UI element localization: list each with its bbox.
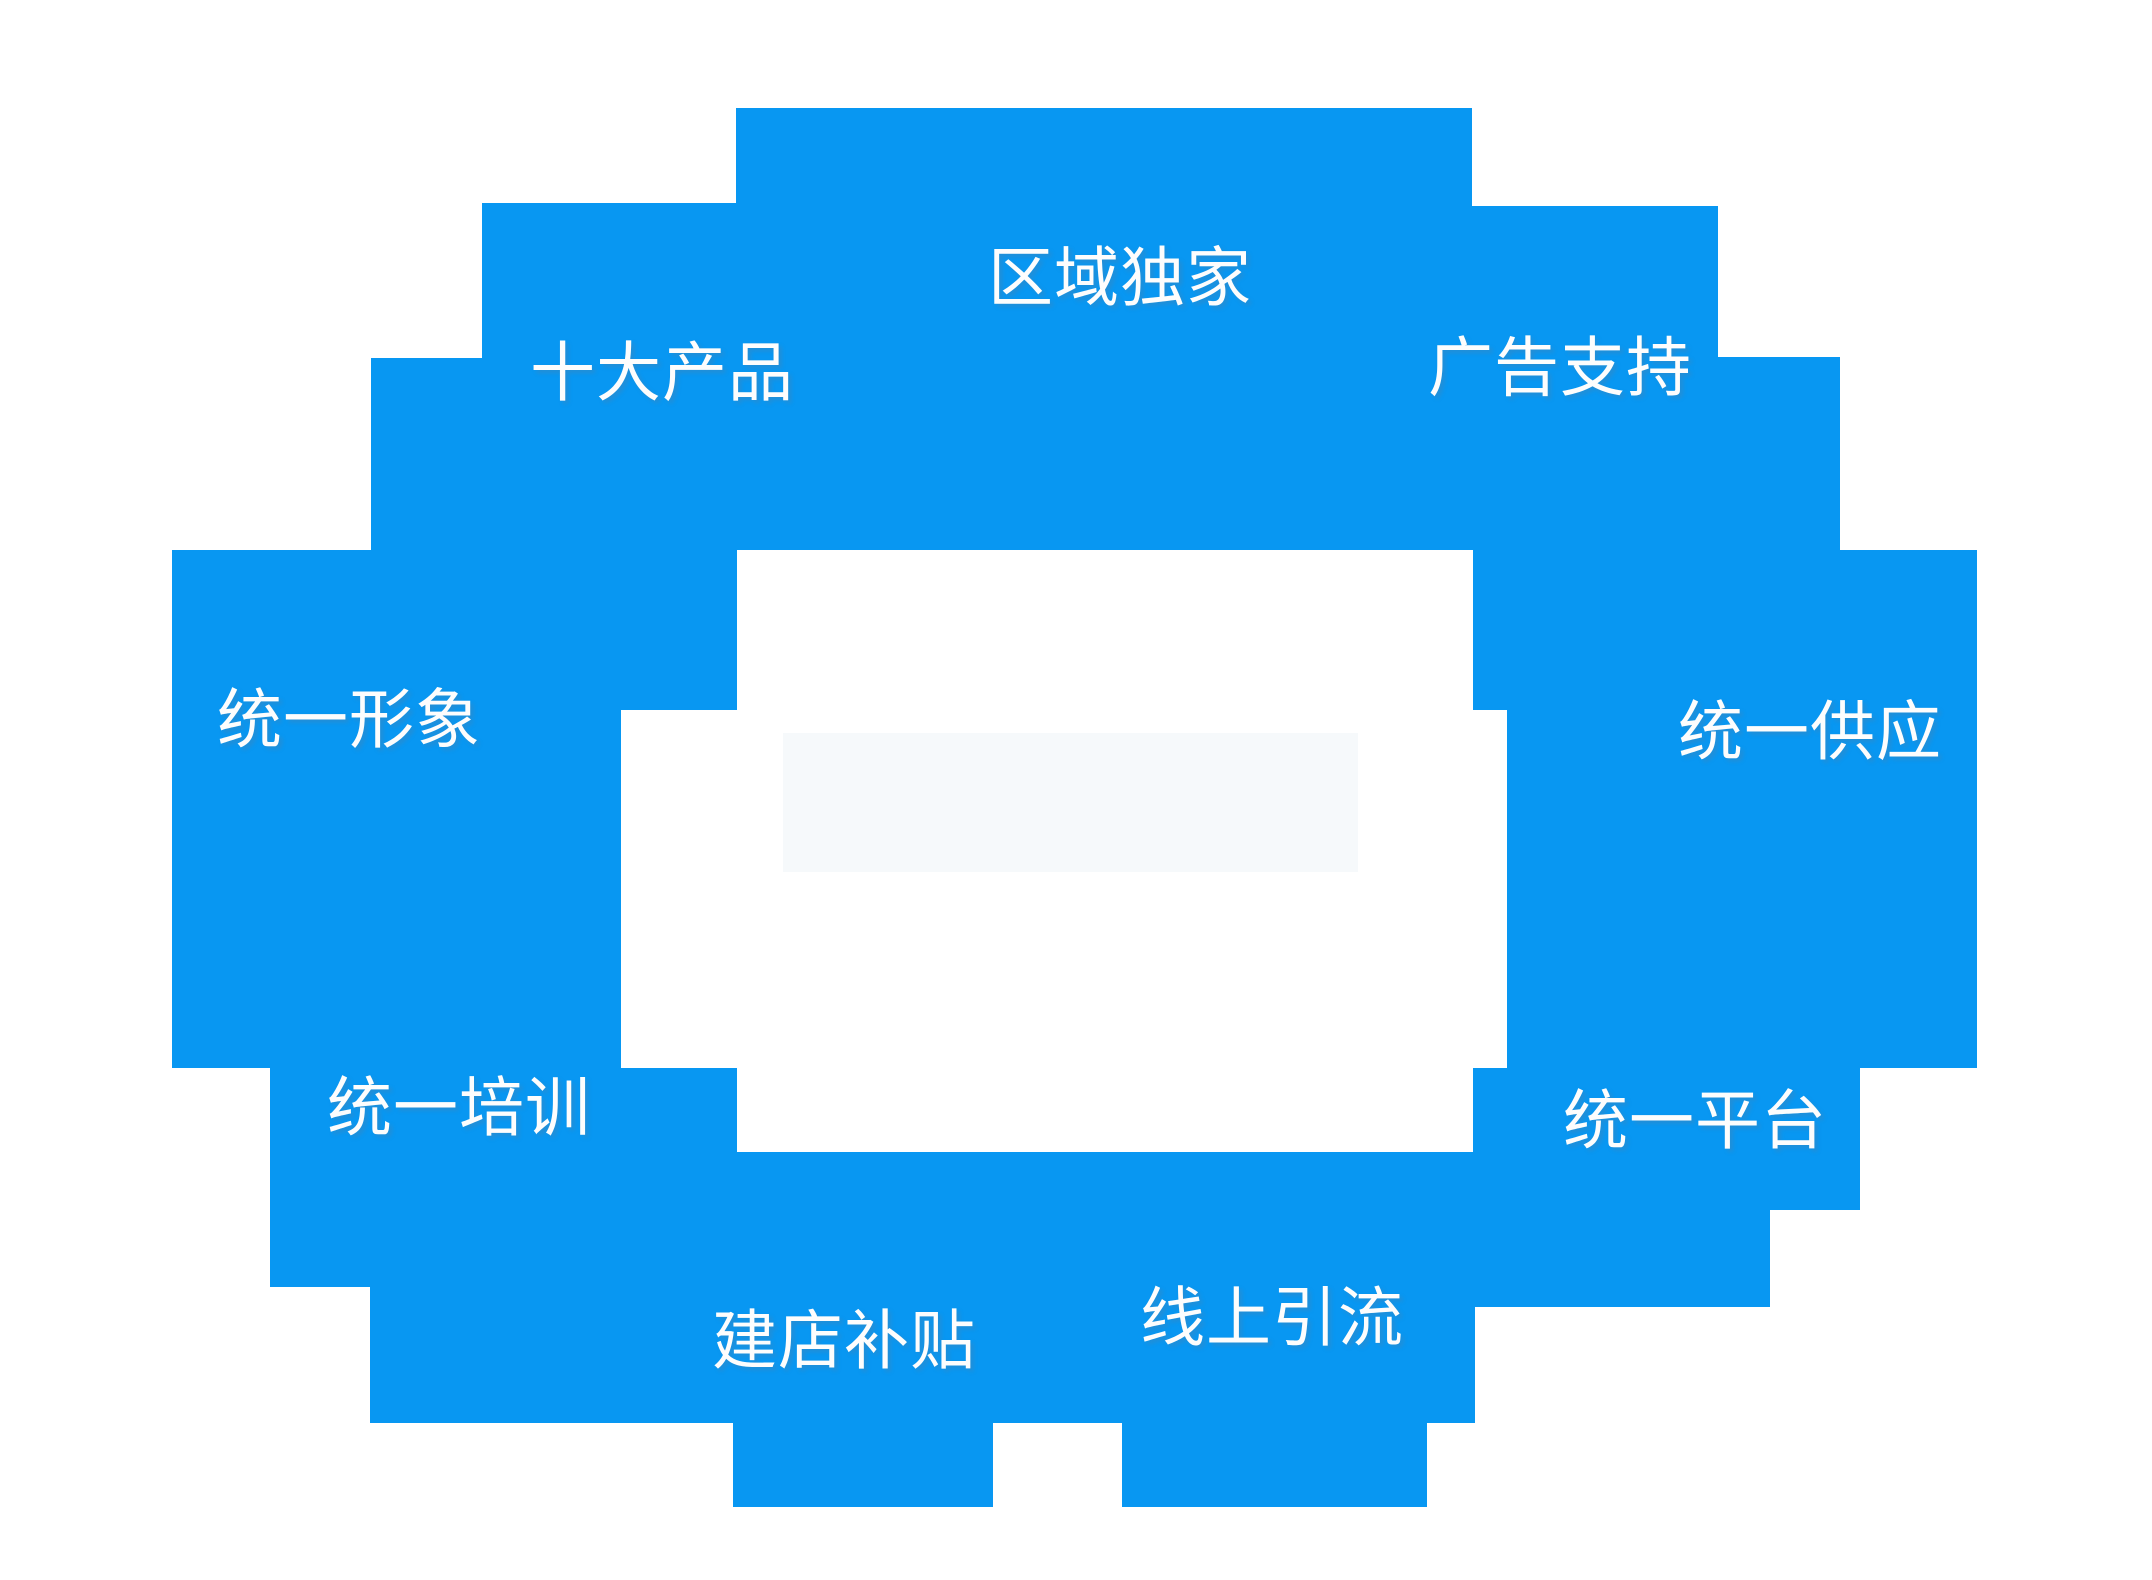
ring-label-online-traffic: 线上引流 [1140,1281,1405,1354]
ring-segment-upper-left [371,358,736,550]
ring-segment-bottom-band-4 [370,1307,1475,1423]
ring-label-unified-platform: 统一平台 [1563,1084,1828,1157]
ring-segment-right-upper [1473,550,1977,710]
ring-segment-right-lower [1473,1068,1860,1152]
ring-segment-bottom-tab-right [1122,1423,1427,1507]
ring-label-unified-supply: 统一供应 [1678,695,1943,768]
ring-segment-left-lower [270,1068,737,1152]
ring-segment-bottom-band-2 [270,1210,1770,1287]
ring-segment-upper-left-step [482,203,736,358]
ring-segment-upper-right [1472,357,1840,550]
ring-label-unified-image: 统一形象 [217,683,482,756]
ring-segment-bottom-band-1 [270,1152,1860,1210]
ring-label-region-exclusive: 区域独家 [988,241,1253,314]
ring-label-ten-products: 十大产品 [530,336,795,409]
ring-segment-upper-right-step [1472,206,1718,357]
ring-label-ad-support: 广告支持 [1428,331,1693,404]
ring-segment-left [172,710,621,1068]
ring-label-store-subsidy: 建店补贴 [712,1304,977,1377]
center-watermark-block [783,733,1358,872]
ring-segment-left-upper [172,550,737,710]
ring-segment-bottom-tab-left [733,1423,993,1507]
ring-label-unified-training: 统一培训 [327,1071,592,1144]
ring-segment-bottom-band-3 [370,1287,1770,1307]
ring-segment-right [1507,710,1977,1068]
ring-segment-top [736,108,1472,550]
